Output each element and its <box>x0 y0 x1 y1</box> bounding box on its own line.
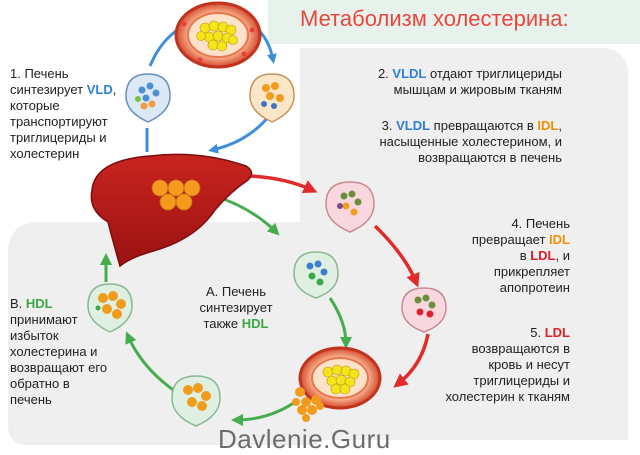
step-5-post: возвращаются в кровь и несут триглицерид… <box>445 341 570 404</box>
step-2-vldl: VLDL <box>392 66 427 81</box>
step-a-pre: А. Печень синтезирует также <box>199 284 273 331</box>
step-5-text: 5. LDL возвращаются в кровь и несут триг… <box>444 325 570 405</box>
title-panel <box>268 0 640 44</box>
arrow-red-liver-to-idl <box>249 174 318 194</box>
step-1-pre: 1. Печень синтезирует <box>10 66 87 97</box>
step-3-post: , насыщенные холестерином, и возвращаютс… <box>379 118 562 165</box>
step-3-idl: IDL <box>537 118 559 133</box>
idl-particle-drop <box>325 181 375 233</box>
step-a-text: А. Печень синтезирует также HDL <box>186 284 286 332</box>
step-1-vld: VLD <box>86 82 113 97</box>
step-4-ldl: LDL <box>530 248 556 263</box>
step-3-pre: 3. <box>381 118 397 133</box>
blood-vessel-bottom <box>292 346 382 422</box>
arrow-red-ldl-to-blood <box>393 333 430 388</box>
liver <box>90 153 253 268</box>
right-panel <box>300 48 628 440</box>
hdl-bottom-drop <box>171 375 221 427</box>
step-3-text: 3. VLDL превращаются в IDL, насыщенные х… <box>322 118 562 166</box>
arrow-green-hdl-to-left <box>125 331 177 394</box>
step-3-mid: превращаются в <box>430 118 538 133</box>
step-1-text: 1. Печень синтезирует VLD, которые транс… <box>10 66 135 162</box>
arrow-green-hdl-to-blood <box>328 297 352 349</box>
step-b-text: В. HDL принимают избыток холестерина и в… <box>10 296 108 408</box>
vldl-particle-drop <box>125 73 171 123</box>
blood-vessel-top <box>174 1 262 69</box>
vldl-orange-drop <box>249 73 295 123</box>
step-2-pre: 2. <box>377 66 393 81</box>
step-4-mid: в <box>519 248 531 263</box>
arrow-blue-to-liver <box>208 114 272 154</box>
diagram-title: Метаболизм холестерина: <box>300 6 569 31</box>
watermark: Davlenie.Guru <box>218 424 391 454</box>
step-4-pre: 4. Печень превращает <box>471 216 570 247</box>
step-4-idl: IDL <box>549 232 570 247</box>
hdl-middle-drop <box>293 251 339 299</box>
step-2-text: 2. VLDL отдают триглицериды мышцам и жир… <box>330 66 562 98</box>
arrow-red-idl-to-ldl <box>373 224 420 288</box>
step-b-post: принимают избыток холестерина и возвраща… <box>10 312 108 407</box>
step-3-vldl: VLDL <box>396 118 431 133</box>
step-a-hdl: HDL <box>241 316 269 331</box>
step-b-pre: В. <box>10 296 26 311</box>
step-4-text: 4. Печень превращает IDL в LDL, и прикре… <box>468 216 570 296</box>
step-2-post: отдают триглицериды мышцам и жировым тка… <box>393 66 562 97</box>
step-5-pre: 5. <box>530 325 545 340</box>
left-panel <box>8 222 318 445</box>
step-5-ldl: LDL <box>544 325 570 340</box>
hdl-left-drop <box>87 283 133 333</box>
step-1-post: , которые транспортируют триглицериды и … <box>10 82 117 161</box>
ldl-particle-drop <box>401 287 447 333</box>
step-b-hdl: HDL <box>25 296 53 311</box>
step-4-post: , и прикрепляет апопротеин <box>493 248 570 295</box>
